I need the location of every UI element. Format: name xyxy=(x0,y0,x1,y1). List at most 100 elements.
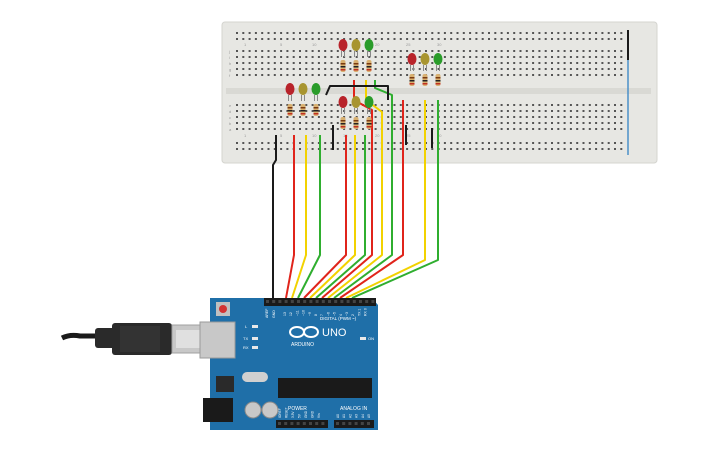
breadboard-hole xyxy=(557,74,560,76)
usb-cable[interactable] xyxy=(60,323,215,355)
breadboard-hole xyxy=(374,122,377,124)
breadboard-hole xyxy=(399,68,402,70)
breadboard-hole xyxy=(544,38,547,40)
breadboard-hole xyxy=(349,116,352,118)
breadboard-hole xyxy=(374,68,377,70)
breadboard-hole xyxy=(481,116,484,118)
breadboard-hole xyxy=(412,148,415,150)
breadboard-hole xyxy=(456,38,459,40)
breadboard-hole xyxy=(481,68,484,70)
led-yellow xyxy=(298,83,308,95)
breadboard-hole xyxy=(614,116,616,118)
digital-pin-label: 13 xyxy=(283,312,287,316)
breadboard-hole xyxy=(525,110,528,112)
breadboard-hole xyxy=(406,56,409,58)
analog-pin-label: A1 xyxy=(342,414,346,418)
column-number: 25 xyxy=(406,133,411,138)
breadboard-hole xyxy=(500,32,503,34)
breadboard-hole xyxy=(374,104,377,106)
breadboard-hole xyxy=(273,68,276,70)
breadboard-hole xyxy=(236,38,238,40)
breadboard-hole xyxy=(620,122,623,124)
breadboard-hole xyxy=(362,128,364,130)
breadboard-hole xyxy=(236,128,238,130)
breadboard-hole xyxy=(248,38,251,40)
breadboard-hole xyxy=(267,56,270,58)
breadboard-hole xyxy=(267,62,270,64)
power-pin-label: GND xyxy=(311,410,315,418)
breadboard-hole xyxy=(620,142,623,144)
breadboard-hole xyxy=(525,142,528,144)
breadboard-hole xyxy=(513,56,516,58)
breadboard-hole xyxy=(242,62,245,64)
capacitor-1 xyxy=(244,401,262,419)
wire-3 xyxy=(291,135,307,299)
breadboard-hole xyxy=(387,50,390,52)
breadboard-hole xyxy=(601,74,604,76)
breadboard-hole xyxy=(456,68,459,70)
breadboard-hole xyxy=(569,128,572,130)
resistor-band xyxy=(287,113,293,115)
breadboard-hole xyxy=(475,116,478,118)
header-pin xyxy=(340,300,344,303)
breadboard-hole xyxy=(532,142,535,144)
breadboard-hole xyxy=(305,128,308,130)
wire-1 xyxy=(272,135,277,298)
breadboard-hole xyxy=(280,50,283,52)
crystal xyxy=(242,372,268,382)
breadboard-hole xyxy=(450,38,453,40)
breadboard-hole xyxy=(286,142,289,144)
breadboard-hole xyxy=(569,50,572,52)
column-number: 5 xyxy=(280,42,283,47)
breadboard-hole xyxy=(538,110,541,112)
breadboard-hole xyxy=(532,116,535,118)
arduino-logo xyxy=(289,326,319,338)
reset-button[interactable] xyxy=(219,305,227,313)
breadboard-hole xyxy=(317,148,320,150)
breadboard-hole xyxy=(324,56,327,58)
breadboard-hole xyxy=(481,38,484,40)
breadboard-hole xyxy=(582,104,585,106)
power-pin-label: RESET xyxy=(285,407,289,418)
breadboard-hole xyxy=(418,148,421,150)
breadboard-labels: jihgfedcba115510101515202025253030 xyxy=(228,42,442,138)
breadboard-hole xyxy=(425,50,427,52)
breadboard-hole xyxy=(418,62,421,64)
breadboard-hole xyxy=(538,56,541,58)
breadboard-hole xyxy=(336,62,339,64)
breadboard-hole xyxy=(519,110,522,112)
breadboard[interactable]: jihgfedcba115510101515202025253030 xyxy=(221,21,658,164)
breadboard-hole xyxy=(551,104,553,106)
breadboard-hole xyxy=(330,104,333,106)
breadboard-hole xyxy=(513,68,516,70)
breadboard-hole xyxy=(355,116,358,118)
breadboard-hole xyxy=(254,50,257,52)
breadboard-hole xyxy=(462,122,465,124)
breadboard-hole xyxy=(387,110,390,112)
breadboard-hole xyxy=(355,148,358,150)
breadboard-hole xyxy=(393,142,396,144)
breadboard-hole xyxy=(349,50,352,52)
breadboard-hole xyxy=(443,142,446,144)
breadboard-hole xyxy=(576,148,579,150)
breadboard-hole xyxy=(374,56,377,58)
breadboard-hole xyxy=(569,110,572,112)
breadboard-hole xyxy=(620,110,623,112)
breadboard-hole xyxy=(267,122,270,124)
breadboard-hole xyxy=(349,32,352,34)
breadboard-hole xyxy=(305,62,308,64)
aref-label: AREF xyxy=(265,309,269,318)
breadboard-hole xyxy=(261,148,264,150)
breadboard-hole xyxy=(601,32,604,34)
breadboard-hole xyxy=(614,128,616,130)
breadboard-hole xyxy=(393,116,396,118)
breadboard-hole xyxy=(236,68,238,70)
breadboard-hole xyxy=(368,38,371,40)
arduino-board[interactable]: ARDUINO UNO DIGITAL (PWM ~) POWER ANALOG… xyxy=(199,298,378,430)
breadboard-hole xyxy=(267,50,270,52)
breadboard-hole xyxy=(299,56,301,58)
breadboard-hole xyxy=(374,32,377,34)
breadboard-hole xyxy=(614,56,616,58)
breadboard-hole xyxy=(406,122,409,124)
breadboard-hole xyxy=(431,122,434,124)
